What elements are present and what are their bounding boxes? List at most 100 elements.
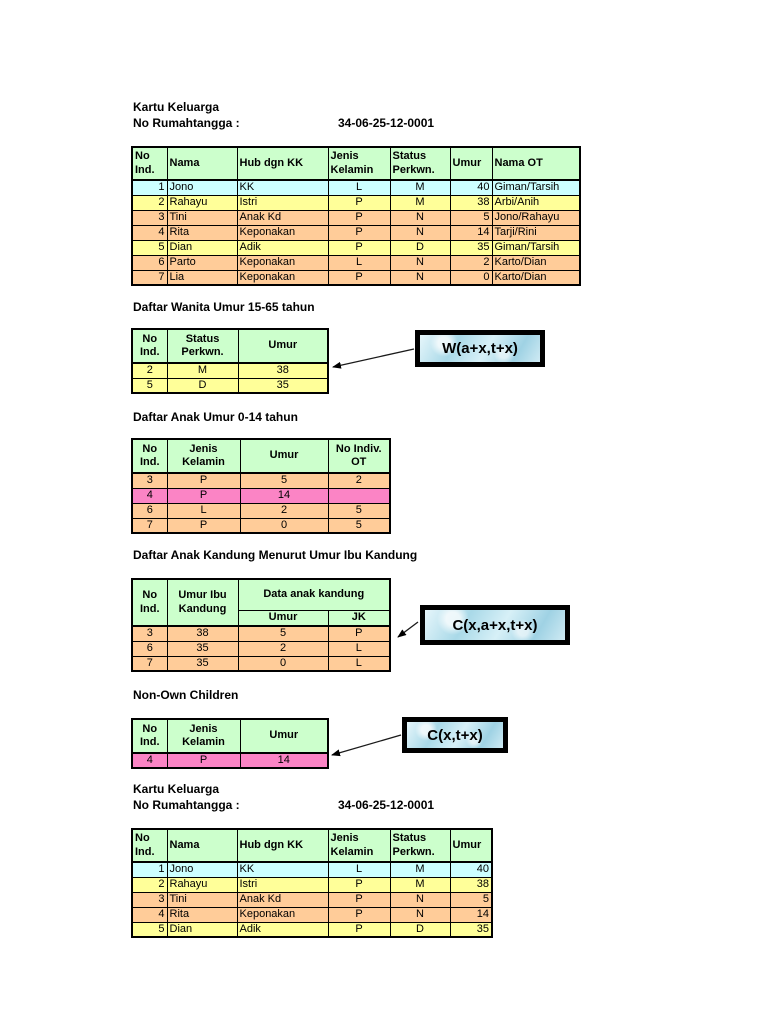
- table-cell: Keponakan: [236, 254, 329, 271]
- table-header-row: No Ind. Jenis Kelamin Umur No Indiv. OT: [131, 438, 391, 474]
- table-cell: L: [327, 655, 391, 672]
- table-cell: P: [166, 517, 241, 534]
- table-header-row: No Ind. Status Perkwn. Umur: [131, 328, 329, 364]
- formula-callout-wanita: W(a+x,t+x): [415, 330, 545, 367]
- table-cell: Dian: [166, 239, 238, 256]
- table-cell: Karto/Dian: [491, 269, 581, 286]
- section-title-daftar-wanita: Daftar Wanita Umur 15-65 tahun: [133, 300, 315, 314]
- table-cell: 2: [239, 502, 329, 519]
- table-header-row: No Ind. Jenis Kelamin Umur: [131, 718, 329, 754]
- table-cell: 14: [449, 224, 493, 241]
- table-cell: 38: [237, 362, 329, 379]
- arrow-anak-kandung-callout: [397, 621, 419, 638]
- table-cell: P: [166, 752, 241, 769]
- table-cell: 2: [131, 362, 168, 379]
- table-cell: 0: [237, 655, 329, 672]
- table-cell: 14: [239, 752, 329, 769]
- table-cell: 5: [237, 625, 329, 642]
- col-header-umur: Umur: [237, 328, 329, 364]
- table-cell: D: [389, 921, 451, 938]
- table-cell: 5: [239, 472, 329, 489]
- table-cell: L: [327, 861, 391, 878]
- table-cell: 5: [131, 921, 168, 938]
- table-cell: 0: [239, 517, 329, 534]
- table-cell: 7: [131, 655, 168, 672]
- col-header-nama: Nama: [166, 146, 238, 181]
- table-header-row: No Ind. Umur Ibu Kandung Data anak kandu…: [131, 578, 391, 627]
- table-cell: 3: [131, 472, 168, 489]
- table-cell: 1: [131, 179, 168, 196]
- table-header-row: No Ind. Nama Hub dgn KK Jenis Kelamin St…: [131, 146, 581, 181]
- table-cell: P: [327, 194, 391, 211]
- table-cell: Rita: [166, 906, 238, 923]
- table-cell: P: [327, 239, 391, 256]
- col-header-status-perkwn: Status Perkwn.: [389, 828, 451, 863]
- table-cell: Lia: [166, 269, 238, 286]
- col-header-group-data-anak-kandung: Data anak kandung: [237, 578, 391, 611]
- table-cell: 5: [449, 891, 493, 908]
- section-title-anak-kandung: Daftar Anak Kandung Menurut Umur Ibu Kan…: [133, 548, 418, 562]
- table-cell: 7: [131, 269, 168, 286]
- col-header-umur-ibu-kandung: Umur Ibu Kandung: [166, 578, 239, 627]
- table-cell: Rahayu: [166, 876, 238, 893]
- anak-kandung-table: No Ind. Umur Ibu Kandung Data anak kandu…: [131, 578, 391, 672]
- table-cell: Tini: [166, 891, 238, 908]
- table-cell: N: [389, 224, 451, 241]
- household-number-label: No Rumahtangga :: [133, 116, 240, 130]
- table-cell: N: [389, 906, 451, 923]
- table-cell: KK: [236, 861, 329, 878]
- col-header-status-perkwn: Status Perkwn.: [166, 328, 239, 364]
- table-cell: 4: [131, 224, 168, 241]
- household-number-value-2: 34-06-25-12-0001: [338, 798, 435, 812]
- table-cell: P: [166, 472, 241, 489]
- table-cell: Dian: [166, 921, 238, 938]
- table-cell: L: [327, 254, 391, 271]
- table-cell: 5: [131, 377, 168, 394]
- table-cell: 5: [131, 239, 168, 256]
- table-cell: 4: [131, 487, 168, 504]
- col-header-nama-ot: Nama OT: [491, 146, 581, 181]
- col-header-umur: Umur: [239, 438, 329, 474]
- table-cell: Istri: [236, 876, 329, 893]
- col-header-no-ind: No Ind.: [131, 438, 168, 474]
- kartu-keluarga-short-table: No Ind. Nama Hub dgn KK Jenis Kelamin St…: [131, 828, 493, 938]
- table-cell: Keponakan: [236, 224, 329, 241]
- table-cell: 4: [131, 752, 168, 769]
- doc-title-kartu-keluarga: Kartu Keluarga: [133, 100, 220, 114]
- col-header-nama: Nama: [166, 828, 238, 863]
- table-cell: P: [327, 876, 391, 893]
- table-cell: 35: [166, 655, 239, 672]
- col-header-jenis-kelamin: Jenis Kelamin: [327, 146, 391, 181]
- table-cell: P: [166, 487, 241, 504]
- table-cell: 4: [131, 906, 168, 923]
- table-cell: P: [327, 891, 391, 908]
- table-cell: P: [327, 625, 391, 642]
- formula-callout-non-own: C(x,t+x): [402, 717, 508, 753]
- col-header-no-ind: No Ind.: [131, 578, 168, 627]
- table-cell: 35: [449, 239, 493, 256]
- table-cell: L: [327, 640, 391, 657]
- table-cell: 35: [166, 640, 239, 657]
- table-cell: Anak Kd: [236, 891, 329, 908]
- table-cell: Istri: [236, 194, 329, 211]
- table-cell: Giman/Tarsih: [491, 179, 581, 196]
- col-header-jenis-kelamin: Jenis Kelamin: [166, 438, 241, 474]
- household-number-label-2: No Rumahtangga :: [133, 798, 240, 812]
- table-cell: M: [389, 194, 451, 211]
- col-header-hub-dgn-kk: Hub dgn KK: [236, 146, 329, 181]
- table-cell: 35: [449, 921, 493, 938]
- table-cell: 2: [327, 472, 391, 489]
- table-cell: 0: [449, 269, 493, 286]
- col-header-no-ind: No Ind.: [131, 718, 168, 754]
- table-cell: D: [166, 377, 239, 394]
